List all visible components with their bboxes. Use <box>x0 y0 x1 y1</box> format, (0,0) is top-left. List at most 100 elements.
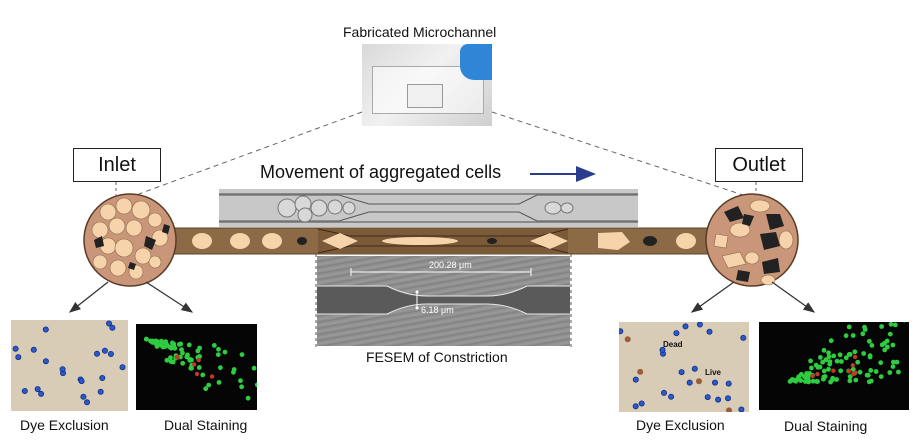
cell-dot <box>218 365 223 371</box>
cell-dot <box>891 359 896 365</box>
cell-dot <box>215 352 221 357</box>
cell-dot <box>826 350 831 356</box>
cell-dot <box>619 328 624 335</box>
cell-dot <box>860 331 866 337</box>
cell-dot <box>168 359 174 364</box>
cell-dot <box>828 338 834 344</box>
cell-dot <box>810 378 816 384</box>
cell-dot <box>696 322 703 328</box>
cell-dot <box>209 374 215 379</box>
cell-dot <box>791 378 796 383</box>
cell-dot <box>178 341 184 347</box>
cell-dot <box>850 366 856 372</box>
cell-dot <box>238 378 243 384</box>
cell-dot <box>894 359 900 365</box>
cell-dot <box>94 350 101 357</box>
fesem-caption: FESEM of Constriction <box>366 349 508 365</box>
cell-dot <box>661 389 668 396</box>
cell-dot <box>796 374 802 380</box>
cell-dot <box>34 386 41 393</box>
cell-dot <box>200 372 206 378</box>
cell-dot <box>251 365 257 371</box>
cell-dot <box>726 407 732 412</box>
cell-dot <box>196 357 201 363</box>
cell-dot <box>184 354 190 360</box>
cell-dot <box>195 348 201 354</box>
cell-dot <box>805 373 811 379</box>
cell-dot <box>887 331 893 337</box>
cell-dot <box>704 394 711 401</box>
cell-dot <box>873 369 879 374</box>
cell-dot <box>632 403 639 410</box>
cell-dot <box>686 379 693 386</box>
cell-dot <box>890 364 896 369</box>
cell-dot <box>887 370 893 375</box>
cell-dot <box>97 388 104 395</box>
cell-dot <box>84 399 91 406</box>
cell-dot <box>211 343 217 348</box>
cell-dot <box>857 369 863 375</box>
fesem-width-label: 6.18 μm <box>421 305 454 315</box>
cell-dot <box>638 400 645 407</box>
cell-dot <box>864 372 870 378</box>
cell-dot <box>820 359 825 365</box>
cell-dot <box>879 324 884 329</box>
cell-dot <box>245 395 251 401</box>
channel-cell <box>676 233 696 249</box>
cell-dot <box>180 360 186 366</box>
cell-dot <box>154 339 160 344</box>
cell-dot <box>855 359 861 365</box>
cell-dot <box>673 330 680 337</box>
movement-label: Movement of aggregated cells <box>260 162 502 182</box>
channel-cell-elongated <box>382 237 458 245</box>
cell-dot <box>850 371 856 377</box>
live-cell-label: Live <box>705 368 722 377</box>
cell-dot <box>206 382 212 388</box>
cell-dot <box>15 354 22 361</box>
microchannel-photo <box>362 44 492 126</box>
channel-microscope-image <box>219 189 638 227</box>
cell-dot <box>868 368 874 373</box>
outlet-label-box: Outlet <box>715 148 803 182</box>
cell-dot <box>668 393 675 400</box>
cell-dot <box>231 369 236 375</box>
cell-dot <box>682 323 689 330</box>
inlet-dye-exclusion-caption: Dye Exclusion <box>20 417 109 433</box>
cell-dot <box>106 320 113 327</box>
cell-dot <box>802 379 808 384</box>
arrow-to-outlet-dye <box>690 281 735 313</box>
cell-dot <box>196 365 202 370</box>
channel-cell <box>262 233 282 249</box>
fabricated-microchannel-title: Fabricated Microchannel <box>343 24 497 40</box>
cell-dot <box>867 338 872 344</box>
cell-dot <box>725 395 732 402</box>
channel-cell <box>598 232 630 250</box>
cell-dot <box>191 362 197 367</box>
cell-dot <box>878 360 884 366</box>
cell-dot <box>888 322 894 327</box>
cell-dot <box>171 341 177 347</box>
cell-dot <box>154 344 160 349</box>
cell-dot <box>696 378 702 385</box>
channel-cell-dark <box>487 238 497 244</box>
cell-dot <box>826 366 831 372</box>
cell-dot <box>846 369 852 374</box>
inlet-cell-cluster <box>91 197 170 280</box>
cell-dot <box>826 354 832 360</box>
cell-dot <box>882 340 887 346</box>
cell-dot <box>21 388 28 395</box>
cell-dot <box>821 368 827 374</box>
cell-dot <box>659 346 666 353</box>
cell-dot <box>691 365 698 372</box>
cell-dot <box>678 369 685 376</box>
cell-dot <box>834 377 839 382</box>
arrow-to-inlet-dual <box>145 281 194 313</box>
cell-dot <box>164 357 170 363</box>
cell-dot <box>42 358 49 365</box>
cell-dot <box>78 378 85 385</box>
cell-dot <box>738 406 745 412</box>
cell-dot <box>38 390 45 397</box>
cell-dot <box>843 355 849 361</box>
cell-dot <box>42 326 49 333</box>
